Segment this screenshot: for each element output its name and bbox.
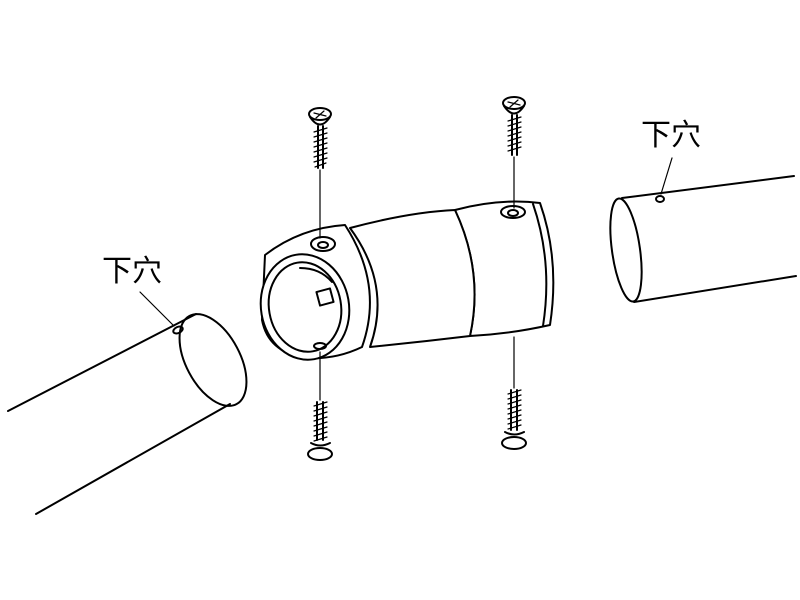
screw-top-left bbox=[308, 107, 332, 239]
elbow-joint bbox=[259, 200, 555, 361]
right-pipe bbox=[609, 157, 797, 303]
left-pipe bbox=[7, 291, 248, 515]
screw-top-right bbox=[502, 96, 526, 209]
left-pilot-hole bbox=[172, 325, 184, 335]
screw-bottom-right bbox=[501, 336, 527, 450]
left-socket-screw-hole bbox=[310, 236, 336, 252]
right-pilot-hole bbox=[655, 195, 665, 203]
screw-bottom-left bbox=[307, 351, 333, 461]
left-hole-label: 下穴 bbox=[102, 254, 162, 289]
right-hole-label: 下穴 bbox=[641, 118, 701, 153]
left-leader-line bbox=[139, 291, 175, 327]
right-socket-screw-hole bbox=[500, 205, 526, 219]
right-leader-line bbox=[660, 157, 673, 195]
